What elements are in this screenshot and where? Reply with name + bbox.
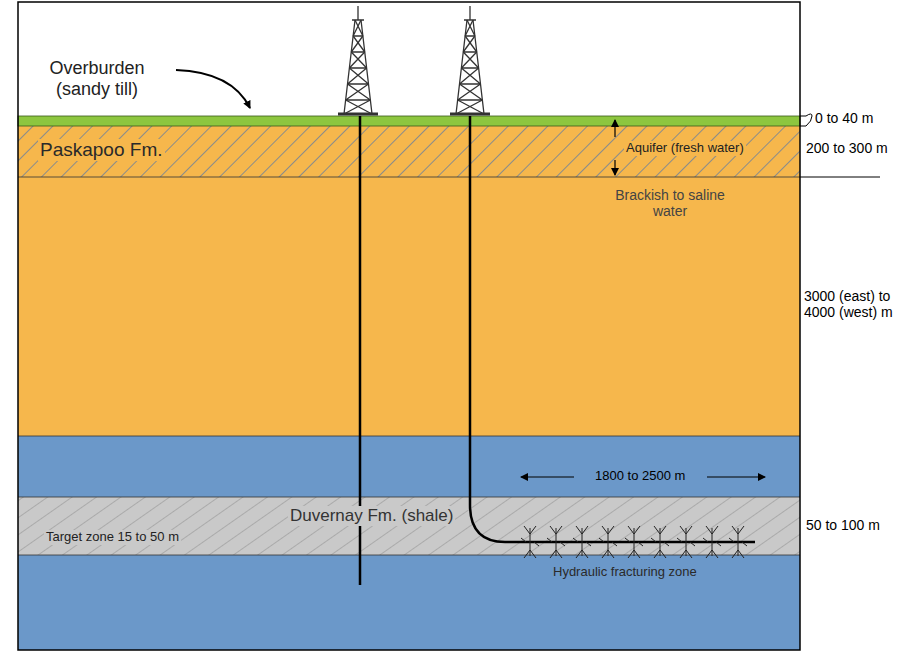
paskapoo-band bbox=[18, 126, 800, 177]
dimension-label: 0 to 40 m bbox=[815, 110, 873, 126]
derrick-brace bbox=[353, 20, 363, 36]
derrick-brace bbox=[458, 84, 483, 100]
fracture-symbol bbox=[651, 526, 669, 558]
fracture-symbol bbox=[547, 526, 565, 558]
fracture-symbol bbox=[599, 526, 617, 558]
dimension-label: 50 to 100 m bbox=[806, 517, 880, 533]
fracture-symbol bbox=[677, 526, 695, 558]
fracture-symbol bbox=[521, 526, 539, 558]
dimension-label: 3000 (east) to 4000 (west) m bbox=[804, 288, 918, 320]
frame bbox=[18, 2, 800, 650]
fracture-symbols bbox=[521, 526, 747, 558]
layer-label: Hydraulic fracturing zone bbox=[553, 565, 697, 580]
rock-layer: Brackish to saline water bbox=[18, 177, 800, 436]
fracture-symbol bbox=[703, 526, 721, 558]
rock-layer: Paskapoo Fm. Aquifer (fresh water) bbox=[18, 126, 800, 177]
layer-label: Aquifer (fresh water) bbox=[624, 141, 746, 156]
layer-label: Overburden (sandy till) bbox=[22, 58, 172, 99]
horizontal-well bbox=[470, 116, 755, 542]
overburden-leader bbox=[176, 70, 250, 108]
band-boundaries bbox=[18, 177, 800, 555]
derrick-brace bbox=[348, 68, 369, 84]
derrick-brace bbox=[460, 68, 481, 84]
derrick-base bbox=[338, 113, 378, 116]
derrick-brace bbox=[344, 100, 372, 114]
dimension-label: 1800 to 2500 m bbox=[593, 469, 687, 484]
derrick-brace bbox=[346, 84, 371, 100]
overburden-band bbox=[18, 116, 800, 126]
derrick-base bbox=[450, 113, 490, 116]
layer-label: Brackish to saline water bbox=[610, 187, 730, 219]
fracture-symbol bbox=[729, 526, 747, 558]
derrick-frame bbox=[344, 6, 372, 114]
derrick-brace bbox=[465, 20, 475, 36]
dimension-label: 200 to 300 m bbox=[806, 140, 888, 156]
derrick-brace bbox=[456, 100, 484, 114]
aquifer-arrow bbox=[614, 120, 615, 175]
rock-layer: Hydraulic fracturing zone bbox=[18, 555, 800, 650]
fracture-symbol bbox=[625, 526, 643, 558]
layer-label: Target zone 15 to 50 m bbox=[44, 530, 181, 545]
saline-band bbox=[18, 177, 800, 436]
paskapoo-hatch bbox=[18, 126, 800, 177]
duvernay-hatch bbox=[18, 497, 800, 555]
fracture-symbol bbox=[573, 526, 591, 558]
derrick-brace bbox=[461, 52, 478, 68]
layer-label: Paskapoo Fm. bbox=[38, 139, 165, 161]
sky bbox=[18, 2, 800, 116]
layer-label: Duvernay Fm. (shale) bbox=[288, 506, 455, 526]
rock-layer: Duvernay Fm. (shale) Target zone 15 to 50… bbox=[18, 497, 800, 555]
drilling-derricks bbox=[338, 6, 490, 114]
duvernay-band bbox=[18, 497, 800, 555]
upper-blue-band bbox=[18, 436, 800, 497]
derrick-brace bbox=[463, 36, 476, 52]
lower-blue-band bbox=[18, 555, 800, 650]
derrick-brace bbox=[349, 52, 366, 68]
derrick-brace bbox=[351, 36, 364, 52]
rock-layer: Overburden (sandy till) bbox=[18, 116, 800, 126]
derrick-frame bbox=[456, 6, 484, 114]
